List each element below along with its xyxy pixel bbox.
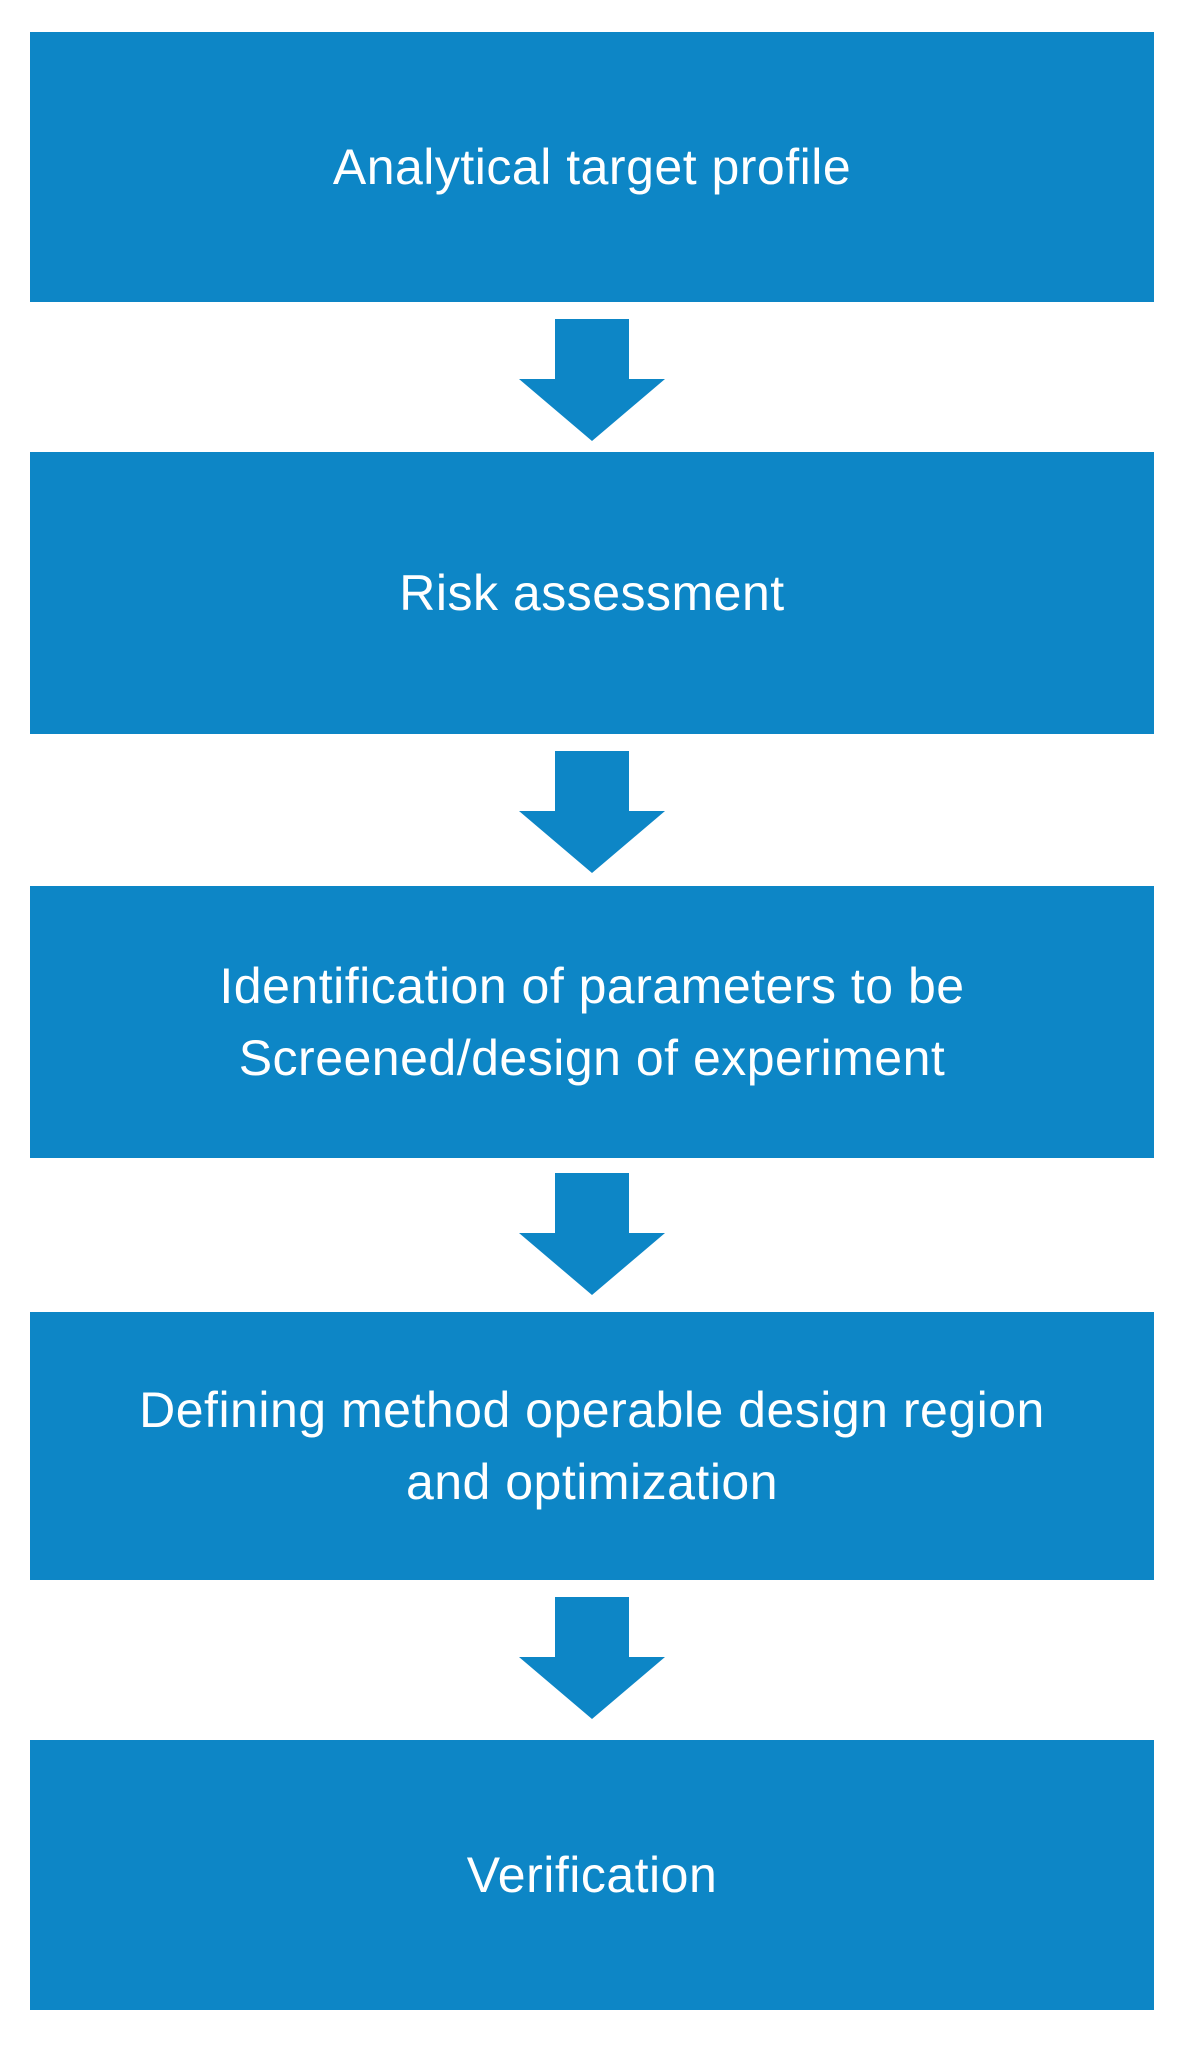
step-analytical-target-profile: Analytical target profile — [30, 32, 1154, 302]
step-label: Risk assessment — [399, 565, 785, 621]
step-label: Defining method operable design region a… — [139, 1382, 1045, 1510]
step-defining-method-operable-design-region: Defining method operable design region a… — [30, 1312, 1154, 1580]
step-label: Identification of parameters to be Scree… — [219, 958, 965, 1086]
step-risk-assessment: Risk assessment — [30, 452, 1154, 734]
step-verification: Verification — [30, 1740, 1154, 2010]
step-label: Verification — [466, 1847, 718, 1903]
down-arrow-icon — [519, 319, 665, 441]
down-arrow-icon — [519, 751, 665, 873]
step-label: Analytical target profile — [332, 139, 852, 195]
down-arrow-icon — [519, 1173, 665, 1295]
down-arrow-icon — [519, 1597, 665, 1719]
step-identification-of-parameters: Identification of parameters to be Scree… — [30, 886, 1154, 1158]
